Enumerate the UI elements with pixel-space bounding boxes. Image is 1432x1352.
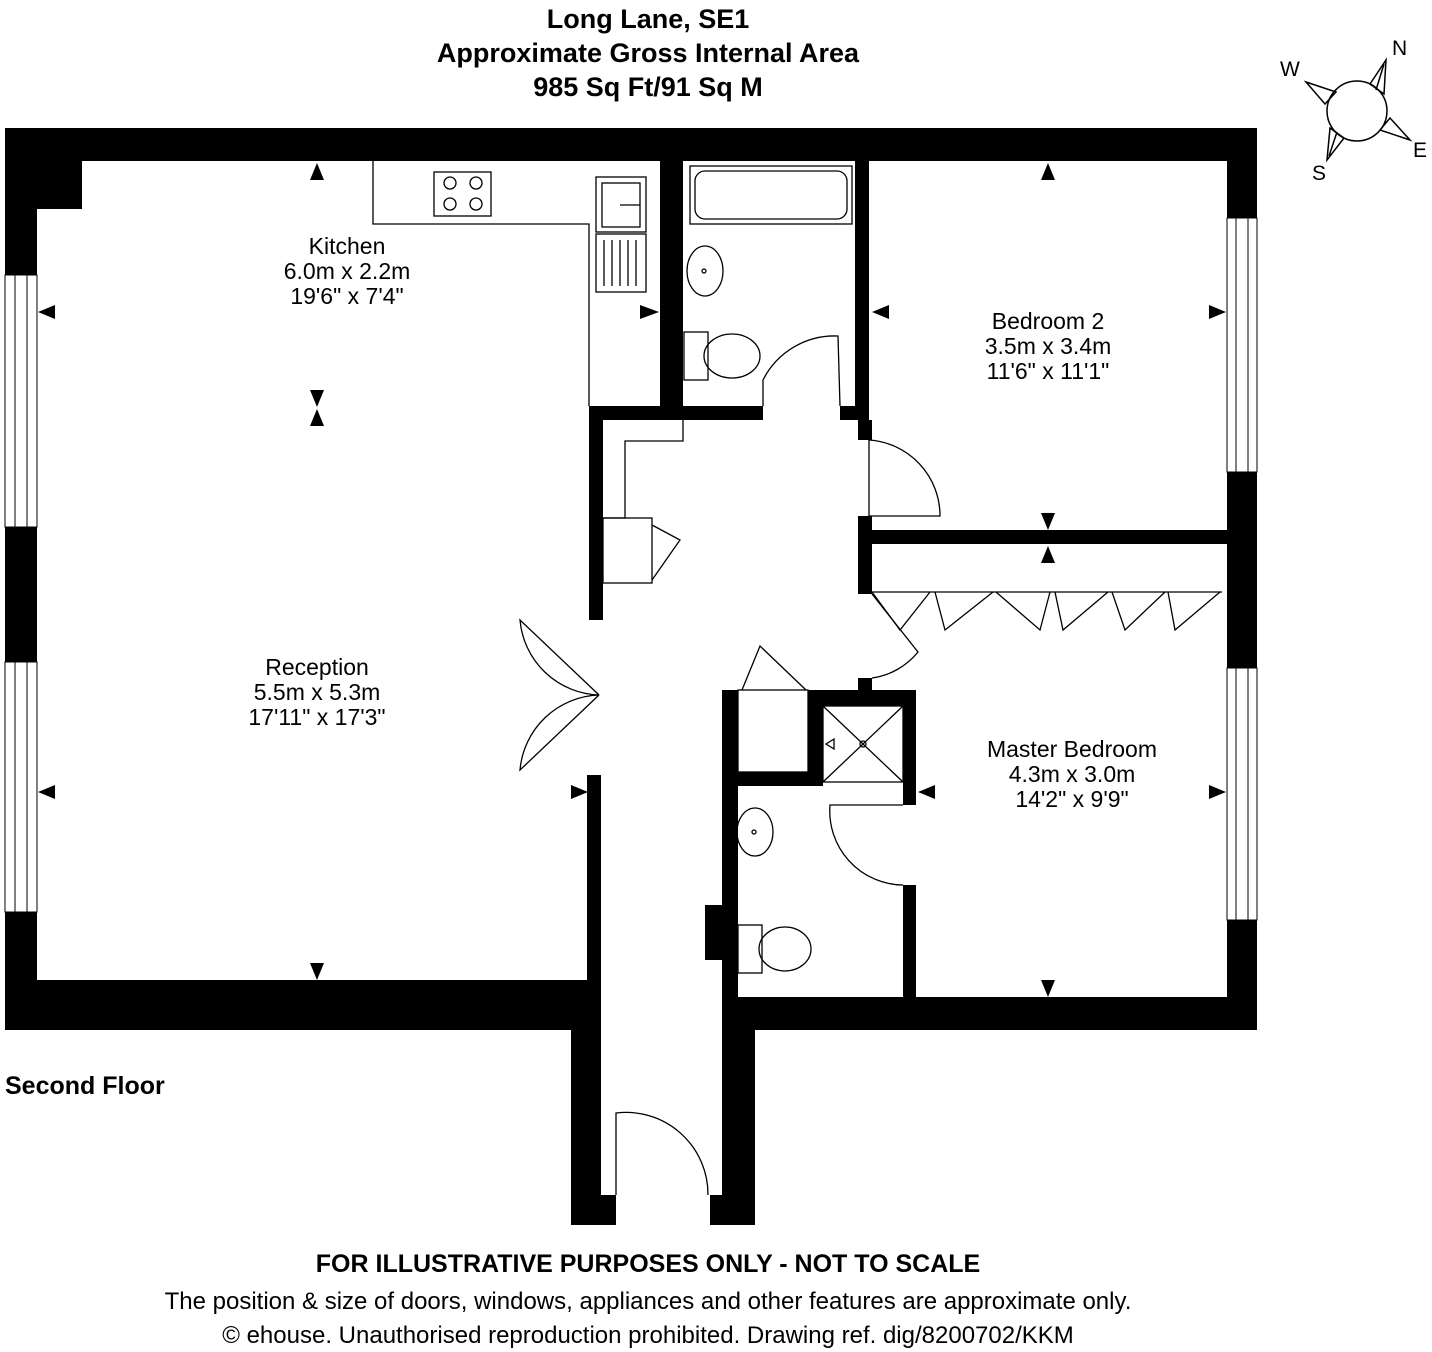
wall-right-top: [1227, 128, 1257, 218]
reception-metric: 5.5m x 5.3m: [253, 679, 381, 705]
wall-bottom-left: [5, 980, 601, 1030]
wall-top: [5, 128, 1257, 161]
reception-door-lower: [519, 694, 600, 772]
wall-ens-right: [903, 690, 916, 805]
reception-name: Reception: [265, 654, 369, 680]
entrance-door: [615, 1111, 709, 1196]
windows: [4, 217, 1258, 921]
hob-icon: [433, 171, 492, 217]
ensuite-toilet-cistern: [737, 924, 763, 974]
wall-bed2-stub: [858, 516, 872, 594]
wall-ens-block: [808, 690, 916, 706]
bath-icon: [689, 165, 853, 225]
kitchen-worktop: [372, 161, 590, 406]
wall-left-top: [5, 128, 37, 275]
kitchen-name: Kitchen: [308, 233, 386, 259]
wall-ens-right-low: [903, 885, 916, 1015]
bedroom2-door: [868, 439, 941, 517]
wall-bath-bottom: [683, 406, 763, 420]
compass-e: E: [1413, 139, 1427, 162]
window-left-1: [4, 274, 38, 528]
window-left-2: [4, 661, 38, 913]
master-door-hall: [871, 593, 919, 679]
compass-s: S: [1312, 162, 1326, 185]
wall-entrance-right: [710, 1195, 755, 1225]
disclaimer: FOR ILLUSTRATIVE PURPOSES ONLY - NOT TO …: [315, 1250, 981, 1278]
ensuite-toilet-icon: [758, 926, 812, 972]
plan-area: 985 Sq Ft/91 Sq M: [533, 72, 763, 102]
walls: [5, 128, 1257, 1225]
sink-icon: [595, 176, 647, 233]
wall-reception-hall: [587, 775, 601, 1015]
kitchen-metric: 6.0m x 2.2m: [283, 258, 411, 284]
wall-entrance-left: [571, 1195, 616, 1225]
wall-corner-block: [37, 161, 82, 209]
floor-label: Second Floor: [5, 1072, 165, 1100]
wall-kitchen-hall-top: [589, 406, 683, 420]
bedroom2-imperial: 11'6" x 11'1": [986, 358, 1110, 384]
plan-subtitle: Approximate Gross Internal Area: [436, 38, 860, 68]
wall-left-mid: [5, 527, 37, 662]
wall-bath-right: [855, 161, 869, 411]
compass-w: W: [1280, 58, 1300, 81]
footer-copyright: © ehouse. Unauthorised reproduction proh…: [222, 1322, 1074, 1349]
hall-cupboard: [603, 420, 684, 519]
reception-label: Reception 5.5m x 5.3m 17'11" x 17'3": [202, 655, 432, 730]
master-bedroom-label: Master Bedroom 4.3m x 3.0m 14'2" x 9'9": [952, 737, 1192, 812]
kitchen-fittings: [372, 161, 647, 406]
wall-ens-left: [722, 786, 738, 1016]
bedroom2-name: Bedroom 2: [991, 308, 1105, 334]
utility-cupboard: [737, 689, 809, 773]
master-door-ensuite: [829, 804, 904, 886]
wall-ens-top: [858, 678, 872, 692]
cupboards: [602, 420, 1222, 773]
kitchen-imperial: 19'6" x 7'4": [290, 283, 404, 309]
reception-imperial: 17'11" x 17'3": [248, 704, 386, 730]
ensuite-basin-icon: [736, 807, 774, 857]
window-right-2: [1226, 667, 1258, 921]
wall-corridor-right: [722, 997, 755, 1225]
shower-tray: [822, 705, 904, 783]
ensuite-fittings: [736, 705, 904, 974]
wall-corridor-left: [571, 980, 601, 1225]
dimension-arrows: [38, 163, 1226, 997]
wall-bed2-left: [858, 420, 872, 440]
wall-bath-right-stub: [840, 406, 869, 420]
wall-shower-left: [808, 690, 823, 786]
master-bedroom-metric: 4.3m x 3.0m: [1008, 761, 1136, 787]
plan-title: Long Lane, SE1: [546, 4, 750, 34]
footer-note: The position & size of doors, windows, a…: [164, 1288, 1132, 1315]
wall-bath-left: [660, 161, 683, 408]
reception-door-upper: [519, 618, 600, 696]
compass-n: N: [1392, 37, 1407, 60]
wall-bottom-right: [722, 997, 1257, 1030]
wall-kitchen-hall: [589, 406, 603, 620]
kitchen-label: Kitchen 6.0m x 2.2m 19'6" x 7'4": [247, 234, 447, 309]
toilet-cistern: [683, 331, 709, 381]
window-right-1: [1226, 217, 1258, 473]
master-bedroom-name: Master Bedroom: [986, 736, 1157, 762]
basin-icon: [686, 245, 724, 297]
doors: [519, 335, 941, 1196]
wall-ens-mid: [722, 772, 818, 786]
toilet-icon: [703, 333, 761, 379]
bathroom-fittings: [683, 165, 853, 381]
shower-valve-icon: [824, 737, 835, 751]
bathroom-door: [762, 335, 841, 407]
master-bedroom-imperial: 14'2" x 9'9": [1015, 786, 1129, 812]
bedroom2-label: Bedroom 2 3.5m x 3.4m 11'6" x 11'1": [948, 309, 1148, 384]
bedroom2-metric: 3.5m x 3.4m: [984, 333, 1112, 359]
drainer-icon: [595, 233, 647, 293]
wall-right-mid: [1227, 472, 1257, 668]
wall-wc-block: [705, 905, 725, 960]
compass-icon: [1303, 57, 1413, 163]
wall-bed2-bottom: [858, 530, 1227, 544]
